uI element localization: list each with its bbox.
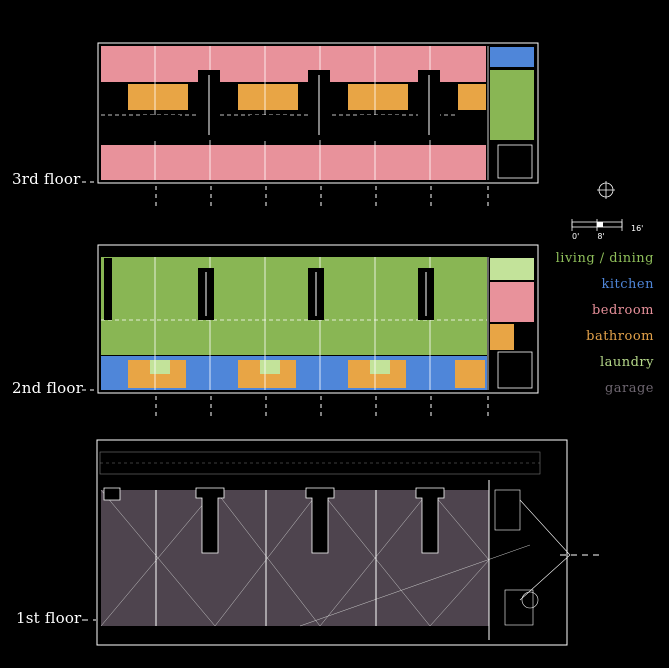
laundry-end-unit (490, 258, 534, 280)
scale-bar: 0' 8' 16' (571, 219, 643, 241)
bathroom-unit-3 (348, 84, 408, 110)
legend-laundry: laundry (599, 355, 654, 370)
legend-garage: garage (604, 381, 654, 396)
bathroom-unit-4 (458, 84, 486, 110)
first-floor-outline (96, 439, 568, 646)
scale-tick-8: 8' (597, 232, 604, 241)
bedroom-end-unit (490, 282, 534, 322)
second-floor-plan (82, 244, 539, 420)
laundry-unit-2 (260, 360, 280, 374)
first-floor-stair-cores (103, 487, 445, 554)
legend-bedroom: bedroom (591, 303, 654, 318)
first-floor-grid-lines (82, 554, 600, 621)
living-end-unit (490, 70, 534, 140)
laundry-unit-1 (150, 360, 170, 374)
sidewalk-hatching (99, 451, 541, 475)
scale-tick-0: 0' (572, 232, 579, 241)
bathroom-unit-1 (128, 84, 188, 110)
first-floor-plan (82, 439, 600, 646)
third-floor-outline (97, 42, 539, 184)
first-floor-walls (155, 480, 490, 640)
third-floor-stairs (208, 75, 430, 135)
bathroom-unit-4b (455, 360, 485, 388)
first-floor-end-details (494, 489, 571, 626)
legend-kitchen: kitchen (601, 277, 654, 292)
laundry-unit-3 (370, 360, 390, 374)
second-floor-label: 2nd floor (12, 379, 83, 397)
second-floor-stairs (205, 272, 427, 316)
third-floor-grid-lines (82, 181, 489, 210)
bathroom-unit-2 (238, 84, 298, 110)
room-legend: living / dining kitchen bedroom bathroom… (530, 245, 654, 415)
kitchen-end-unit (490, 47, 534, 67)
bathroom-end-unit (490, 324, 514, 350)
scale-tick-16: 16' (631, 224, 643, 233)
second-floor-outline (97, 244, 539, 394)
third-floor-label: 3rd floor (12, 170, 81, 188)
second-floor-stair-cores (104, 258, 434, 320)
north-arrow-icon (597, 181, 615, 199)
bedroom-row-bottom (101, 145, 486, 180)
garage-diagonals (100, 489, 531, 627)
first-floor-label: 1st floor (16, 609, 82, 627)
third-floor-plan (82, 42, 539, 210)
legend-bathroom: bathroom (586, 329, 654, 344)
legend-living-dining: living / dining (555, 251, 654, 266)
second-floor-grid-lines (82, 389, 489, 420)
